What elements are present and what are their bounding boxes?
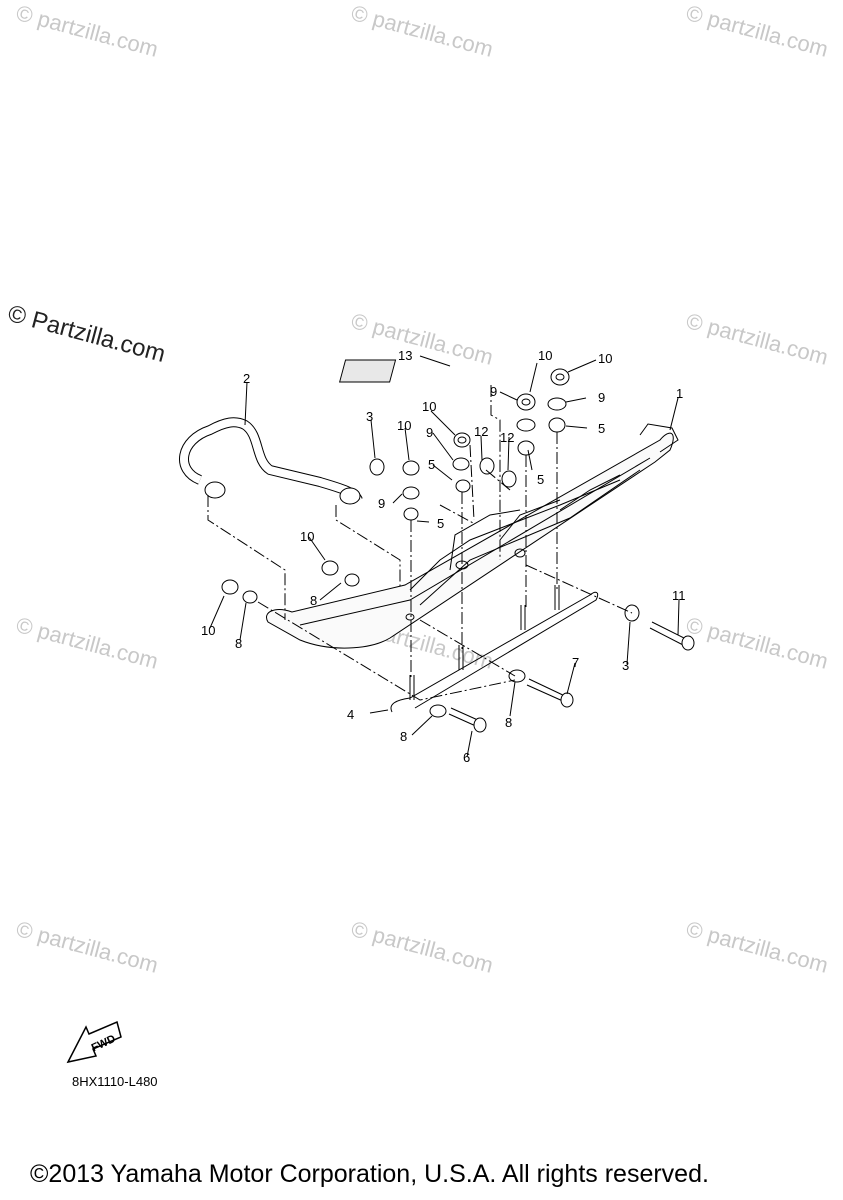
ski-body	[266, 432, 674, 649]
copyright-notice: ©2013 Yamaha Motor Corporation, U.S.A. A…	[30, 1160, 709, 1188]
callout-12: 12	[500, 430, 514, 445]
leader-lines	[209, 355, 680, 758]
callout-1: 1	[676, 386, 683, 401]
callout-10: 10	[598, 351, 612, 366]
drawing-code: 8HX1110-L480	[72, 1074, 158, 1089]
callout-12: 12	[474, 424, 488, 439]
callout-8: 8	[400, 729, 407, 744]
callout-5: 5	[537, 472, 544, 487]
fwd-arrow-icon	[66, 1020, 122, 1064]
callouts: 13 10 10 2 1 9 9 3 10 10 9 12 12 5 5 5 5…	[201, 348, 686, 765]
ski-hole	[405, 613, 415, 621]
callout-13: 13	[398, 348, 412, 363]
callout-3: 3	[366, 409, 373, 424]
callout-3: 3	[622, 658, 629, 673]
callout-10: 10	[538, 348, 552, 363]
ski-hole	[514, 548, 526, 558]
ski-rib	[499, 499, 561, 541]
callout-10: 10	[201, 623, 215, 638]
callout-8: 8	[310, 593, 317, 608]
callout-4: 4	[347, 707, 354, 722]
callout-5: 5	[598, 421, 605, 436]
ski-tip	[639, 423, 679, 453]
assembly-lines	[207, 385, 633, 701]
wear-bar	[390, 591, 599, 713]
callout-10: 10	[397, 418, 411, 433]
callout-10: 10	[422, 399, 436, 414]
callout-11: 11	[672, 588, 686, 603]
callout-9: 9	[378, 496, 385, 511]
ski-rib	[449, 509, 521, 571]
callout-2: 2	[243, 371, 250, 386]
hardware	[221, 359, 695, 733]
handle-end	[204, 481, 226, 499]
callout-8: 8	[235, 636, 242, 651]
callout-5: 5	[437, 516, 444, 531]
ski-spine-2	[419, 469, 641, 606]
callout-5: 5	[428, 457, 435, 472]
callout-8: 8	[505, 715, 512, 730]
callout-9: 9	[598, 390, 605, 405]
ski-inner-edge	[299, 457, 651, 626]
callout-10: 10	[300, 529, 314, 544]
callout-7: 7	[572, 655, 579, 670]
callout-9: 9	[426, 425, 433, 440]
ski-rib	[559, 474, 621, 511]
handle-end	[339, 487, 361, 505]
callout-9: 9	[490, 384, 497, 399]
callout-6: 6	[463, 750, 470, 765]
